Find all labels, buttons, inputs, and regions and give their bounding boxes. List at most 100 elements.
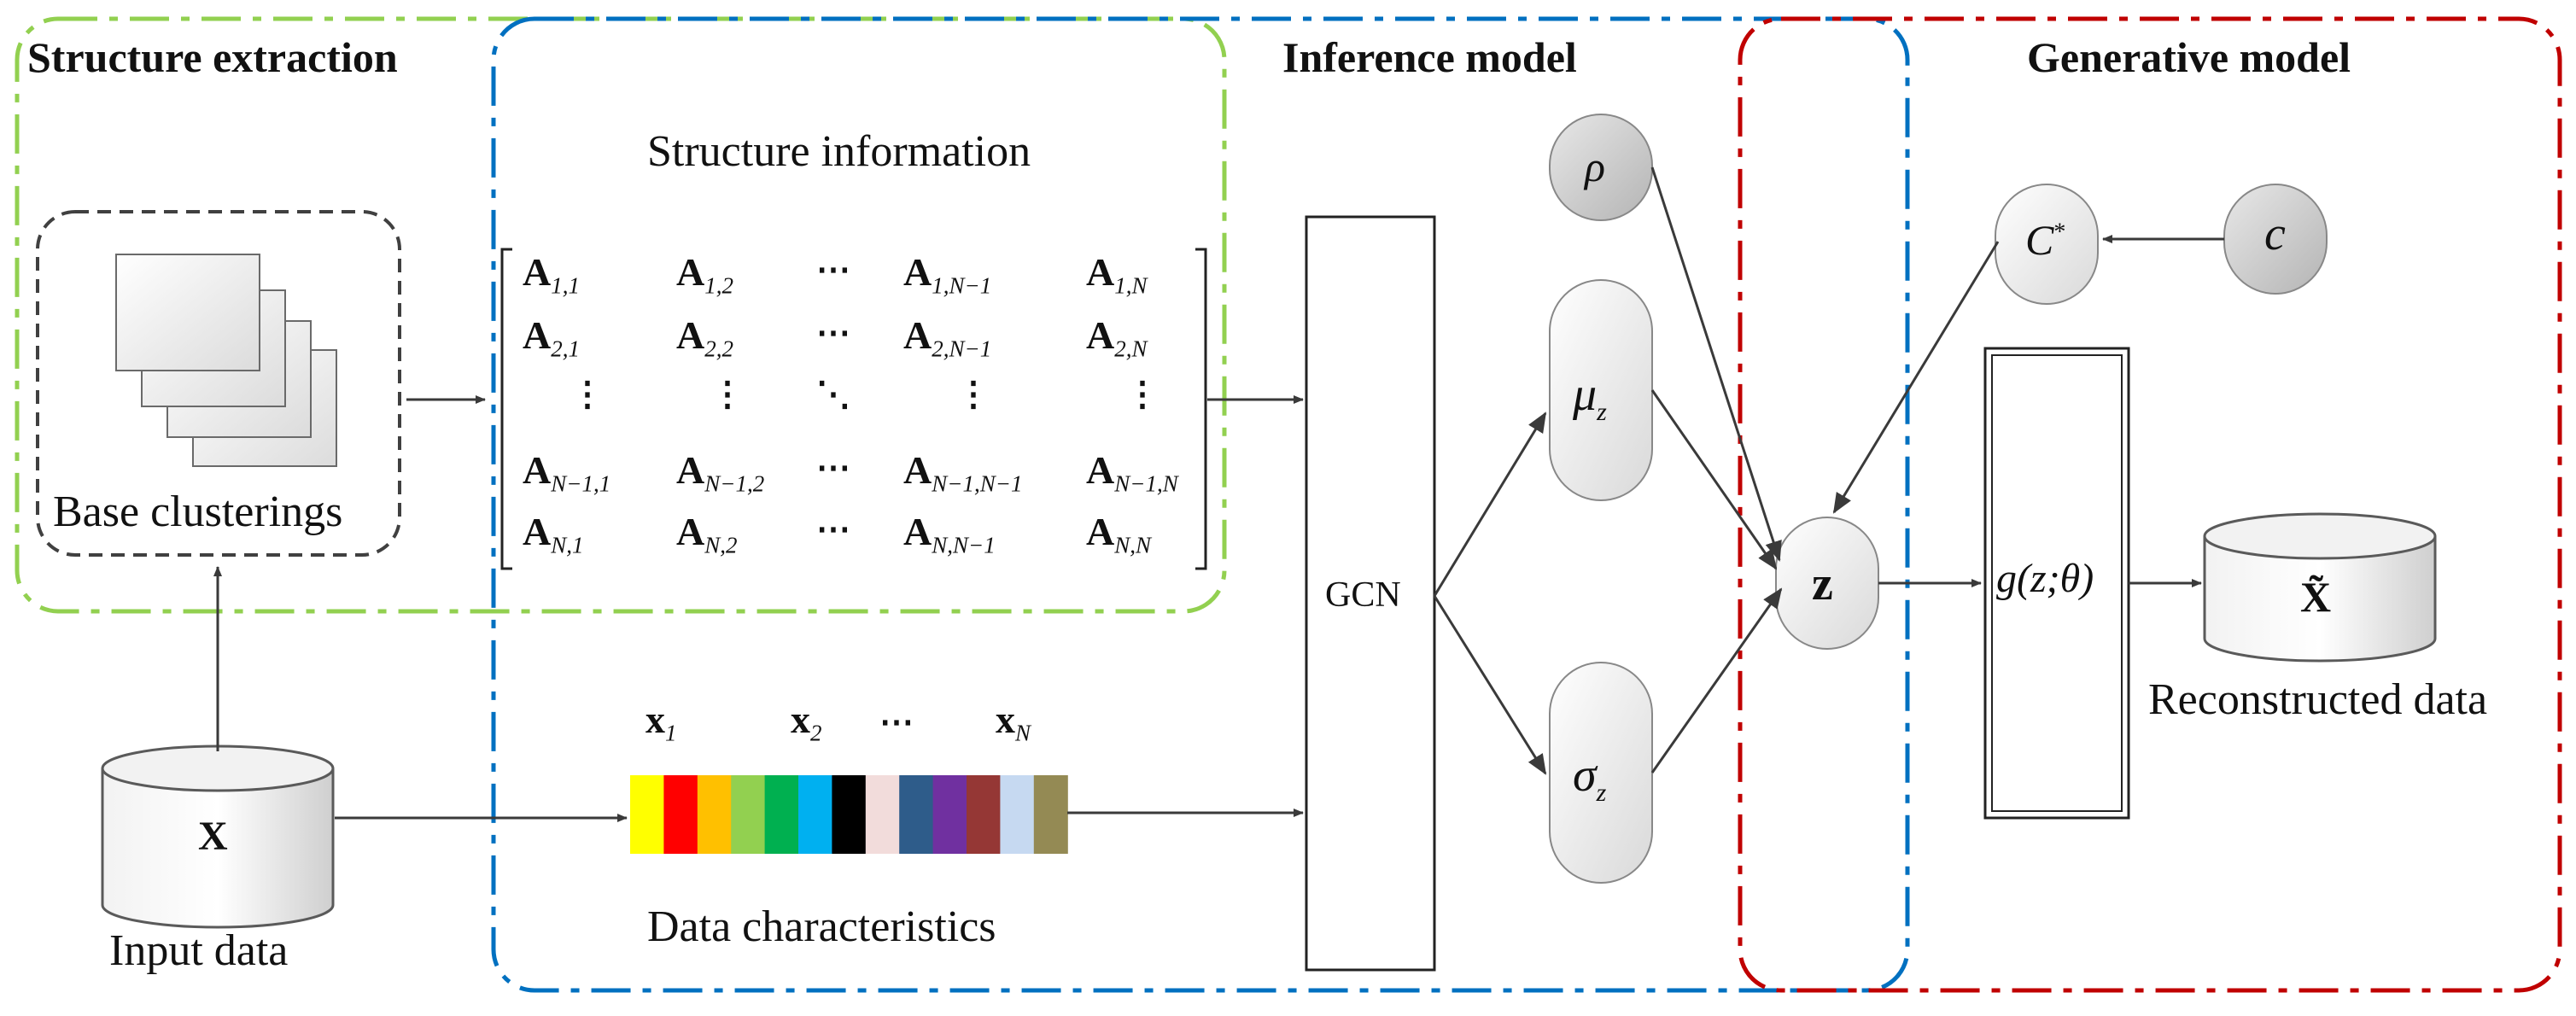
symbol-main: x (645, 698, 665, 741)
matrix-left-bracket (500, 248, 512, 570)
matrix-cell-1-1: A1,1 (523, 253, 580, 297)
symbol-subscript: N,2 (704, 532, 738, 558)
symbol-main: A (1086, 250, 1115, 294)
gcn-label: GCN (1325, 575, 1401, 615)
feature-cell (697, 775, 732, 854)
symbol-main: A (903, 313, 932, 357)
symbol-main: A (676, 510, 705, 553)
reconstructed-symbol: X̃ (2300, 573, 2332, 621)
reconstructed-data-cylinder (2203, 512, 2437, 663)
symbol-subscript: N,N−1 (932, 532, 996, 558)
reconstructed-data-label: Reconstructed data (2148, 675, 2488, 724)
matrix-cell-3-1: ⋮ (570, 375, 608, 413)
matrix-cell-3-5: ⋮ (1125, 375, 1163, 413)
symbol-subscript: N,1 (551, 532, 584, 558)
rho-symbol: ρ (1585, 143, 1605, 190)
feature-label-2: x2 (791, 700, 822, 744)
feature-cell (764, 775, 799, 854)
z-symbol: z (1812, 558, 1833, 610)
matrix-cell-3-4: ⋮ (956, 375, 994, 413)
matrix-cell-4-2: AN−1,2 (676, 451, 764, 495)
symbol-subscript: 2 (810, 720, 822, 746)
feature-cell (932, 775, 967, 854)
input-data-label: Input data (109, 926, 289, 975)
generator-box (1983, 347, 2130, 820)
arrow-mu-to-z (1650, 389, 1778, 570)
symbol-subscript: 2,1 (551, 336, 580, 362)
matrix-cell-4-4: AN−1,N−1 (903, 451, 1022, 495)
generative-model-frame (1738, 16, 2562, 993)
matrix-cell-2-1: A2,1 (523, 316, 580, 360)
symbol-main: x (791, 698, 810, 741)
symbol-main: A (1086, 313, 1115, 357)
symbol-subscript: 1,1 (551, 272, 580, 299)
feature-cell (832, 775, 867, 854)
matrix-cell-2-5: A2,N (1086, 316, 1148, 360)
arrow-rho-to-z (1650, 166, 1782, 562)
matrix-cell-5-4: AN,N−1 (903, 512, 996, 557)
symbol-main: A (1086, 510, 1115, 553)
matrix-cell-3-2: ⋮ (710, 375, 748, 413)
feature-cell (1033, 775, 1068, 854)
matrix-cell-4-5: AN−1,N (1086, 451, 1178, 495)
symbol-subscript: 1 (665, 720, 677, 746)
base-clusterings-label: Base clusterings (53, 488, 343, 536)
matrix-cell-3-3: ⋱ (816, 375, 854, 413)
matrix-cell-1-5: A1,N (1086, 253, 1148, 297)
structure-information-label: Structure information (647, 127, 1031, 176)
feature-label-4: xN (996, 700, 1031, 744)
symbol-main: A (523, 313, 552, 357)
symbol-subscript: 1,N (1114, 272, 1148, 299)
symbol-subscript: N (1015, 720, 1031, 746)
generator-box-inner (1991, 354, 2123, 812)
matrix-cell-5-5: AN,N (1086, 512, 1151, 557)
sigma-main: σ (1573, 749, 1597, 802)
feature-label-3: ⋯ (879, 703, 917, 741)
feature-cell (798, 775, 832, 854)
symbol-subscript: 1,2 (704, 272, 733, 299)
feature-cell (865, 775, 900, 854)
arrow-gcn-to-mu (1433, 412, 1547, 597)
feature-cell (899, 775, 934, 854)
feature-cell (967, 775, 1001, 854)
matrix-cell-2-3: ⋯ (816, 313, 854, 352)
matrix-cell-5-2: AN,2 (676, 512, 738, 557)
matrix-cell-5-3: ⋯ (816, 510, 854, 548)
matrix-cell-4-1: AN−1,1 (523, 451, 610, 495)
cluster-page-1 (115, 254, 260, 371)
generative-model-title: Generative model (2027, 33, 2351, 81)
symbol-subscript: 2,2 (704, 336, 733, 362)
symbol-main: A (903, 250, 932, 294)
symbol-main: A (903, 510, 932, 553)
symbol-main: A (676, 448, 705, 492)
symbol-subscript: 2,N−1 (932, 336, 992, 362)
c-star-sup: * (2053, 219, 2066, 246)
symbol-main: A (1086, 448, 1115, 492)
symbol-main: A (523, 448, 552, 492)
matrix-cell-2-4: A2,N−1 (903, 316, 991, 360)
generator-function: g(z;θ) (1996, 556, 2094, 601)
feature-cell (731, 775, 766, 854)
input-data-cylinder (101, 744, 335, 929)
inference-model-frame (491, 16, 1910, 993)
sigma-symbol: σz (1573, 751, 1606, 806)
symbol-main: A (523, 250, 552, 294)
mu-main: μ (1573, 368, 1598, 421)
gcn-box (1305, 215, 1436, 972)
matrix-right-bracket (1195, 248, 1207, 570)
matrix-cell-4-3: ⋯ (816, 448, 854, 487)
arrow-gcn-to-sigma (1433, 595, 1547, 775)
symbol-subscript: N−1,2 (704, 470, 765, 497)
feature-label-1: x1 (645, 700, 677, 744)
sigma-sub: z (1596, 779, 1607, 808)
mu-symbol: μz (1573, 371, 1607, 425)
symbol-subscript: 2,N (1114, 336, 1148, 362)
c-star-main: C (2025, 216, 2054, 264)
matrix-cell-2-2: A2,2 (676, 316, 733, 360)
symbol-subscript: N,N (1114, 532, 1152, 558)
arrow-cstar-to-z (1832, 241, 2000, 514)
symbol-main: A (676, 313, 705, 357)
feature-cell (1000, 775, 1035, 854)
symbol-subscript: N−1,N−1 (932, 470, 1023, 497)
symbol-main: A (523, 510, 552, 553)
